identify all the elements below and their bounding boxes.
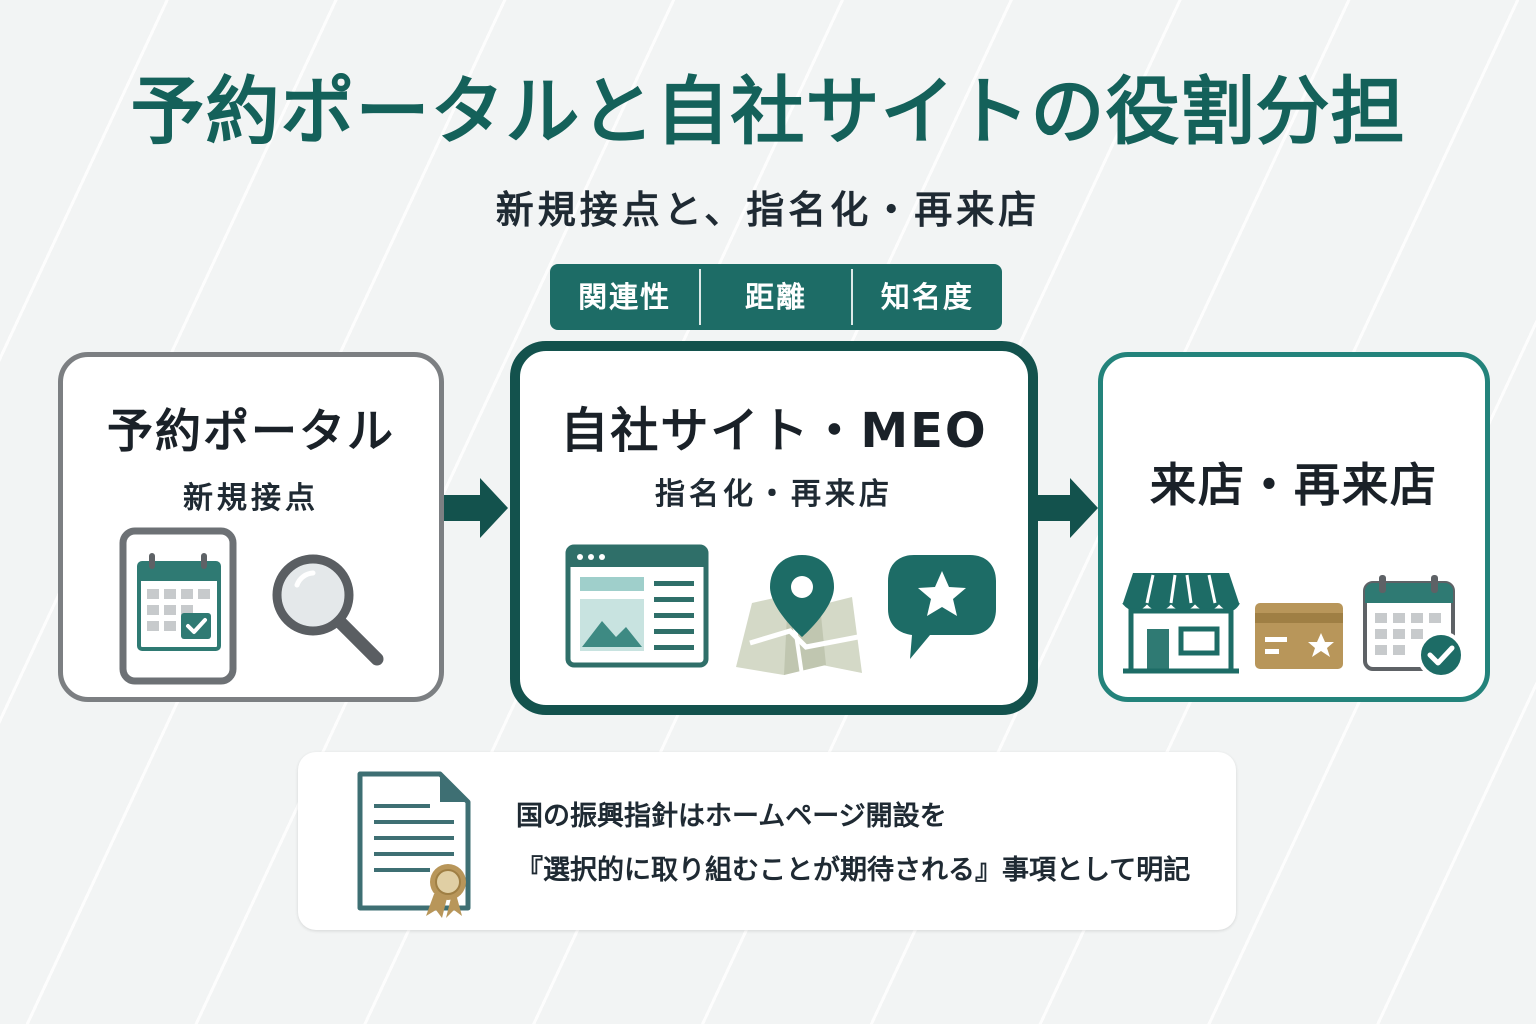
map-pin-icon bbox=[736, 555, 862, 676]
card-visit-title: 来店・再来店 bbox=[1150, 458, 1438, 512]
storefront-icon bbox=[1122, 573, 1240, 674]
ranking-factors-bar: 関連性 距離 知名度 bbox=[550, 264, 1002, 330]
arrow-right-2 bbox=[1036, 478, 1098, 538]
card-reservation-portal: 予約ポータル 新規接点 bbox=[58, 352, 444, 702]
factor-distance: 距離 bbox=[699, 269, 850, 325]
card-portal-title: 予約ポータル bbox=[107, 404, 395, 458]
card-portal-subtitle: 新規接点 bbox=[183, 481, 319, 516]
certified-document-icon bbox=[357, 771, 471, 918]
factor-prominence: 知名度 bbox=[850, 269, 1002, 325]
tablet-calendar-icon bbox=[119, 527, 237, 685]
calendar-check-icon bbox=[1363, 575, 1465, 679]
magnifier-icon bbox=[272, 554, 384, 666]
review-star-bubble-icon bbox=[888, 555, 996, 659]
point-card-icon bbox=[1255, 603, 1343, 669]
note-line-1: 国の振興指針はホームページ開設を bbox=[516, 801, 947, 832]
card-site-subtitle: 指名化・再来店 bbox=[655, 477, 893, 512]
card-own-site-meo: 自社サイト・MEO 指名化・再来店 bbox=[510, 341, 1038, 715]
arrow-right-1 bbox=[444, 478, 508, 538]
note-line-2: 『選択的に取り組むことが期待される』事項として明記 bbox=[516, 855, 1191, 886]
policy-note-box: 国の振興指針はホームページ開設を 『選択的に取り組むことが期待される』事項として… bbox=[298, 752, 1236, 930]
website-icon bbox=[565, 544, 709, 668]
page-title: 予約ポータルと自社サイトの役割分担 bbox=[130, 69, 1406, 155]
card-visit-revisit: 来店・再来店 bbox=[1098, 352, 1490, 702]
card-site-title: 自社サイト・MEO bbox=[560, 403, 988, 459]
factor-relevance: 関連性 bbox=[578, 280, 672, 314]
page-subtitle: 新規接点と、指名化・再来店 bbox=[495, 188, 1041, 232]
